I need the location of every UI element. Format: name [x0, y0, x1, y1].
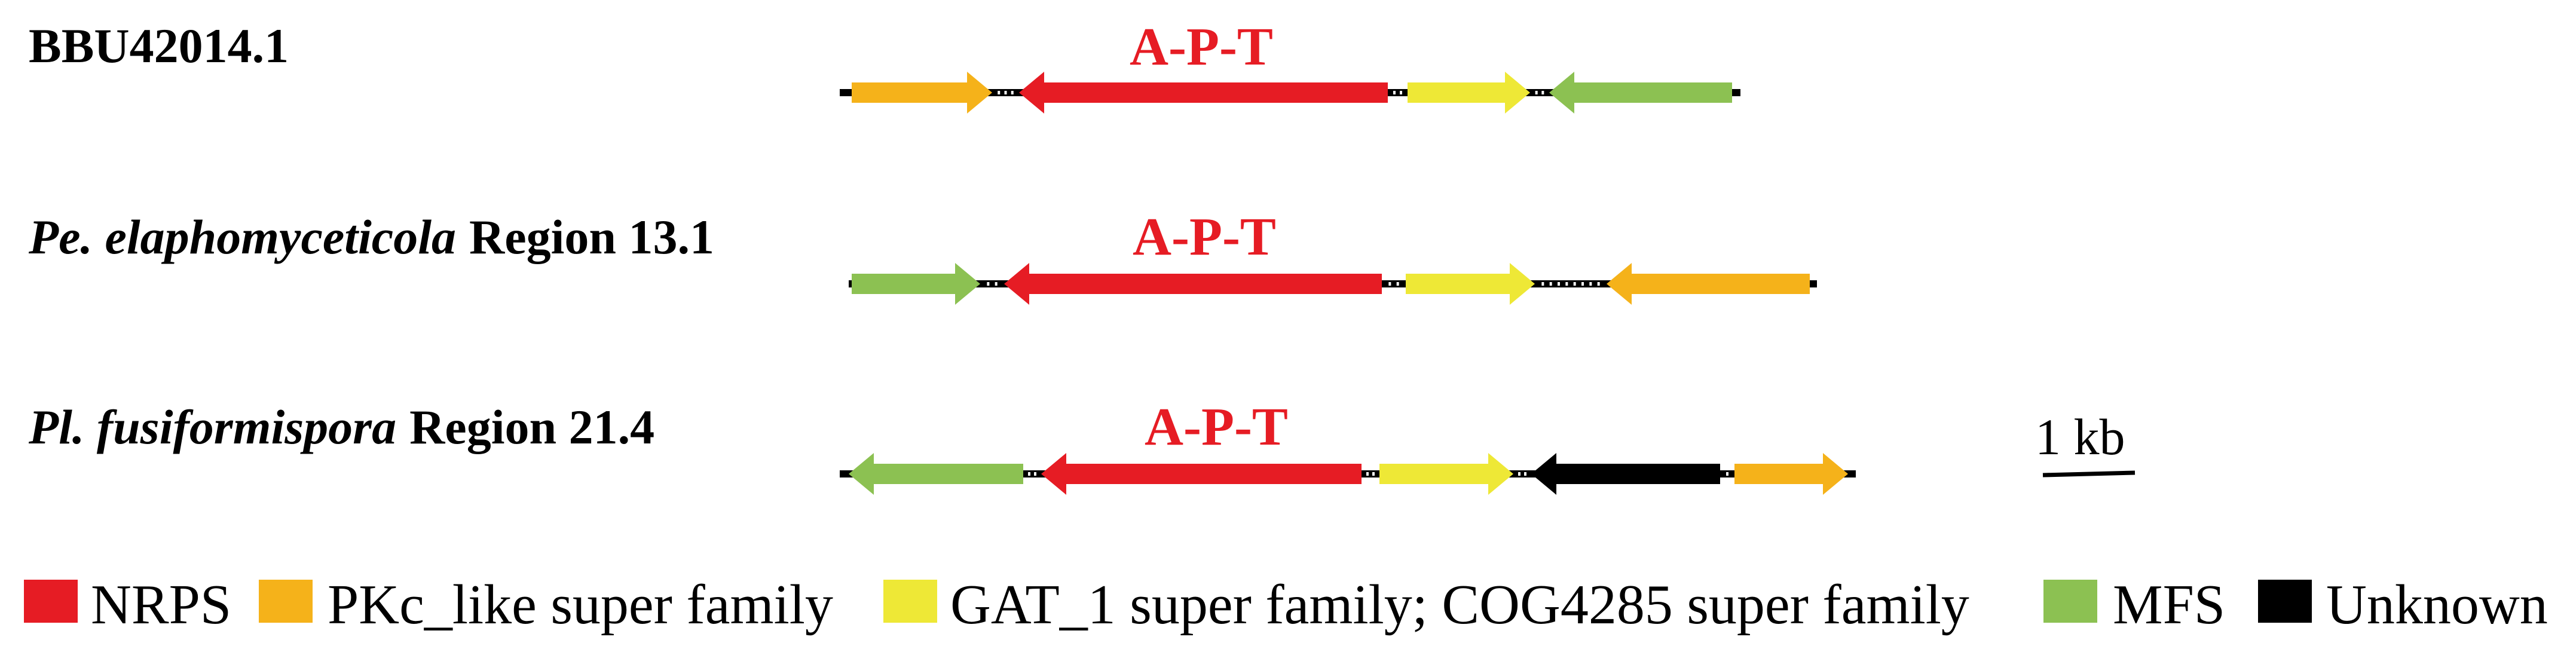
backbone-break: [1589, 282, 1592, 286]
gene-arrow-pkc-left: [1607, 263, 1810, 305]
domain-label-pl: A-P-T: [1145, 397, 1288, 457]
legend-swatch-unknown: [2258, 580, 2312, 623]
legend-swatch-gat: [883, 580, 937, 623]
backbone-break: [1597, 282, 1600, 286]
legend-label-gat: GAT_1 super family; COG4285 super family: [950, 574, 1969, 636]
gene-arrow-gat-right: [1408, 72, 1530, 114]
scale-bar: 1 kb: [2035, 408, 2136, 477]
backbone-break: [1726, 472, 1728, 476]
cluster-label-pe-italic: Pe. elaphomyceticola: [28, 210, 456, 264]
backbone-break: [1366, 472, 1369, 476]
backbone-break: [1558, 282, 1560, 286]
gene-track-pl: [840, 453, 1856, 495]
gene-arrow-nrps-left: [1004, 263, 1382, 305]
backbone-break: [995, 282, 998, 286]
legend-label-unknown: Unknown: [2326, 574, 2548, 636]
domain-label-pe: A-P-T: [1133, 207, 1276, 267]
backbone-break: [1535, 91, 1538, 94]
backbone-break: [1011, 91, 1014, 94]
backbone-break: [1541, 91, 1544, 94]
cluster-label-pl-italic: Pl. fusiformispora: [28, 400, 396, 454]
backbone-break: [1034, 472, 1036, 476]
gene-track-pe: [849, 263, 1817, 305]
legend-swatch-mfs: [2043, 580, 2097, 623]
gene-arrow-mfs-left: [849, 453, 1023, 495]
backbone-break: [1518, 472, 1520, 476]
backbone-break: [1541, 282, 1544, 286]
backbone-break: [1396, 282, 1399, 286]
domain-label-bbu: A-P-T: [1130, 17, 1273, 76]
backbone-break: [1388, 282, 1391, 286]
scale-bar-line: [2042, 470, 2136, 477]
scale-bar-label: 1 kb: [2035, 408, 2125, 466]
gene-arrow-nrps-left: [1019, 72, 1388, 114]
backbone-break: [1393, 91, 1396, 94]
legend-swatch-pkc: [259, 580, 313, 623]
legend-swatch-nrps: [24, 580, 78, 623]
legend-label-nrps: NRPS: [91, 574, 231, 636]
cluster-label-pl-bold: Region 21.4: [409, 400, 654, 454]
legend-label-mfs: MFS: [2113, 574, 2225, 636]
backbone-break: [998, 91, 1001, 94]
legend: NRPS PKc_like super family GAT_1 super f…: [24, 574, 2548, 636]
backbone-break: [987, 282, 990, 286]
gene-arrow-gat-right: [1406, 263, 1535, 305]
gene-arrow-mfs-right: [852, 263, 980, 305]
backbone-break: [1004, 91, 1007, 94]
gene-arrow-pkc-right: [852, 72, 992, 114]
cluster-row-bbu: BBU42014.1 A-P-T: [29, 17, 1740, 114]
legend-label-pkc: PKc_like super family: [328, 574, 833, 636]
gene-arrow-pkc-right: [1734, 453, 1848, 495]
backbone-break: [1581, 282, 1584, 286]
gene-arrow-unknown-left: [1531, 453, 1720, 495]
cluster-label-pe-bold: Region 13.1: [469, 210, 714, 264]
gene-arrow-nrps-left: [1041, 453, 1362, 495]
cluster-label-bbu-bold: BBU42014.1: [29, 19, 289, 73]
backbone-break: [1549, 282, 1552, 286]
backbone-break: [1028, 472, 1030, 476]
backbone-break: [1372, 472, 1375, 476]
cluster-label-bbu: BBU42014.1: [29, 19, 289, 73]
gene-arrow-gat-right: [1379, 453, 1513, 495]
gene-arrow-mfs-left: [1549, 72, 1732, 114]
backbone-break: [1573, 282, 1576, 286]
backbone-break: [1524, 472, 1526, 476]
backbone-break: [1565, 282, 1568, 286]
backbone-break: [1400, 91, 1402, 94]
gene-track-bbu: [840, 72, 1740, 114]
